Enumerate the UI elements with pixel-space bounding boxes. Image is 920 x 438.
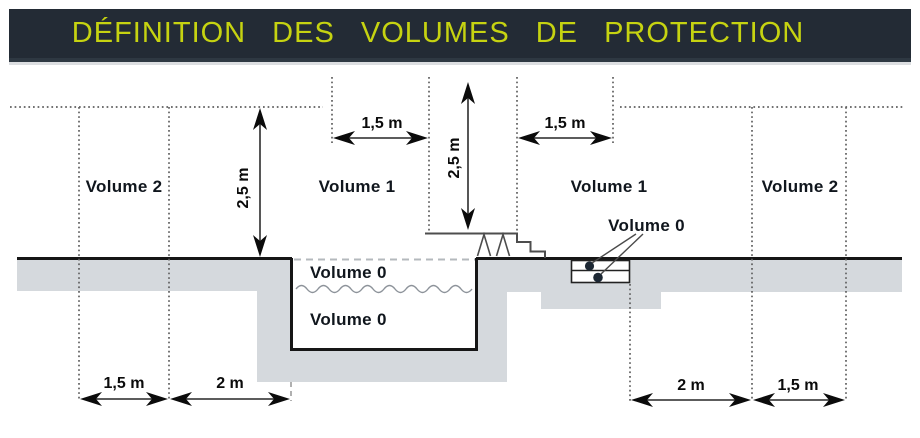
equipment-light-icon [584,261,595,271]
pool-shell-bottom [257,348,507,382]
dimension-arrow-bottom-left-inner [170,392,290,406]
page-title: DÉFINITION DES VOLUMES DE PROTECTION [71,17,805,49]
arrowhead-up-icon [253,108,267,130]
diving-platform-and-steps [425,232,546,258]
platform-ladder-legs [476,231,511,257]
volume-label-v0-equipment: Volume 0 [608,216,685,235]
volume-label-v1-right: Volume 1 [570,177,648,196]
dimension-arrow-top-right [518,131,612,145]
dimension-label-bottom-right-inner: 2 m [677,377,705,394]
pool-basin-outline [290,258,478,351]
volume-label-v2-right: Volume 2 [761,177,839,196]
dimension-arrow-bottom-right-outer [753,393,845,407]
dimension-label-bottom-left-inner: 2 m [216,375,244,392]
arrowhead-down-icon [461,208,475,230]
dimension-label-top-right: 1,5 m [544,115,586,132]
dimension-label-height-center: 2,5 m [446,137,463,179]
arrowhead-left-icon [631,393,653,407]
volume-label-v0-water: Volume 0 [310,310,387,329]
dimension-arrow-height-center [461,82,475,230]
equipment-light-icon [593,272,603,283]
volume-label-v1-left: Volume 1 [318,177,396,196]
volume-label-v0-surface: Volume 0 [310,263,387,282]
arrowhead-left-icon [518,131,540,145]
header-shadow [9,62,911,65]
dimension-label-bottom-right-outer: 1,5 m [777,377,819,394]
volume-boundary-lines [10,77,905,401]
arrowhead-left-icon [80,392,102,406]
equipment-leader-lines [591,233,644,275]
dimension-arrow-height-left [253,108,267,257]
dimension-arrow-top-left [333,131,428,145]
arrowhead-left-icon [170,392,192,406]
dimension-label-height-left: 2,5 m [235,167,252,209]
arrowhead-up-icon [461,82,475,104]
header-bar: DÉFINITION DES VOLUMES DE PROTECTION [9,9,911,62]
volume-label-v2-left: Volume 2 [85,177,163,196]
equipment-box [570,233,644,284]
arrowhead-down-icon [253,235,267,257]
arrowhead-right-icon [729,393,751,407]
pool-interior [292,259,477,348]
dimension-label-bottom-left-outer: 1,5 m [103,375,145,392]
arrowhead-right-icon [823,393,845,407]
arrowhead-right-icon [406,131,428,145]
ground-left-strip [17,260,292,291]
dimension-arrow-bottom-right-inner [631,393,751,407]
arrowhead-right-icon [146,392,168,406]
arrowhead-right-icon [590,131,612,145]
ground-right-strip [661,260,902,292]
arrowhead-left-icon [333,131,355,145]
arrowhead-left-icon [753,393,775,407]
dimension-label-top-left: 1,5 m [361,115,403,132]
ground-mid-strip [507,260,541,292]
dimension-arrows [80,82,845,407]
dimension-arrow-bottom-left-outer [80,392,168,406]
arrowhead-right-icon [268,392,290,406]
pool-shell-right-wall [477,259,507,382]
water-wave-line [295,284,473,294]
